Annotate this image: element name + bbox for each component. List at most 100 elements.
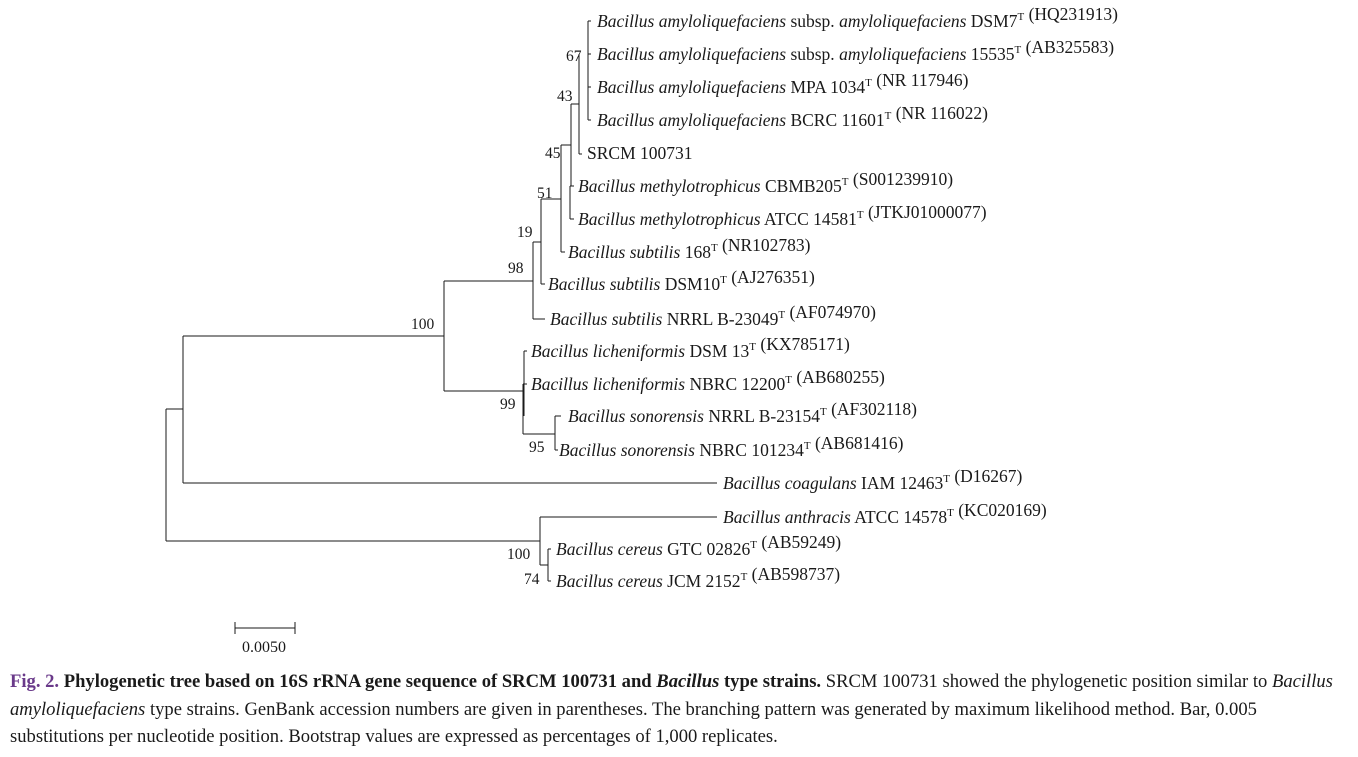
strain-text: ATCC 14581 (761, 209, 857, 229)
species-name: Bacillus coagulans (723, 473, 857, 493)
bootstrap-99: 99 (500, 396, 516, 413)
type-strain-mark: T (857, 209, 864, 221)
strain-text: NBRC 12200 (685, 374, 785, 394)
type-strain-mark: T (750, 539, 757, 551)
figure-caption: Fig. 2. Phylogenetic tree based on 16S r… (10, 668, 1348, 751)
strain-text: NRRL B-23154 (704, 406, 820, 426)
species-name: Bacillus anthracis (723, 507, 851, 527)
strain-text: 15535 (966, 44, 1014, 64)
strain-text: IAM 12463 (857, 473, 944, 493)
bootstrap-67: 67 (566, 48, 582, 65)
type-strain-mark: T (885, 110, 892, 122)
strain-text: (D16267) (950, 466, 1023, 486)
strain-text: (S001239910) (849, 169, 954, 189)
bootstrap-100-b: 100 (507, 546, 531, 563)
strain-text: (HQ231913) (1024, 4, 1118, 24)
leaf-label-l8: Bacillus subtilis 168T (NR102783) (568, 235, 811, 262)
figure-title-end: type strains. (719, 671, 822, 692)
bootstrap-51: 51 (537, 185, 553, 202)
leaf-label-l15: Bacillus coagulans IAM 12463T (D16267) (723, 466, 1023, 493)
type-strain-mark: T (1017, 11, 1024, 23)
phylogenetic-tree: Bacillus amyloliquefaciens subsp. amylol… (165, 4, 1118, 656)
type-strain-mark: T (741, 571, 748, 583)
leaf-label-l3: Bacillus amyloliquefaciens MPA 1034T (NR… (597, 70, 969, 97)
strain-text: (AJ276351) (727, 267, 815, 287)
strain-text: (AB325583) (1021, 37, 1114, 57)
type-strain-mark: T (820, 406, 827, 418)
bootstrap-values: 67 43 45 51 19 98 100 99 95 100 74 (411, 48, 582, 588)
strain-text: (NR102783) (718, 235, 811, 255)
leaf-label-l6: Bacillus methylotrophicus CBMB205T (S001… (578, 169, 953, 196)
species-name: Bacillus sonorensis (559, 440, 695, 460)
figure-label: Fig. 2. (10, 671, 60, 692)
type-strain-mark: T (947, 507, 954, 519)
type-strain-mark: T (865, 77, 872, 89)
species-name: Bacillus amyloliquefaciens (597, 44, 786, 64)
figure-title-genus: Bacillus (656, 671, 720, 692)
strain-text: (KX785171) (756, 334, 850, 354)
tree-branches (165, 20, 717, 582)
strain-text: JCM 2152 (663, 571, 741, 591)
leaf-label-l18: Bacillus cereus JCM 2152T (AB598737) (556, 564, 840, 591)
species-name: Bacillus sonorensis (568, 406, 704, 426)
strain-text: (AB59249) (757, 532, 841, 552)
strain-text: NRRL B-23049 (662, 309, 778, 329)
type-strain-mark: T (749, 341, 756, 353)
species-name: Bacillus cereus (556, 571, 663, 591)
leaf-label-l5: SRCM 100731 (587, 143, 693, 163)
bootstrap-45: 45 (545, 145, 561, 162)
figure-title-start: Phylogenetic tree based on 16S rRNA gene… (59, 671, 657, 692)
strain-text: (AF302118) (827, 399, 917, 419)
caption-body-end: type strains. GenBank accession numbers … (10, 698, 1257, 748)
type-strain-mark: T (778, 309, 785, 321)
leaf-labels: Bacillus amyloliquefaciens subsp. amylol… (531, 4, 1118, 591)
strain-text: (AF074970) (785, 302, 876, 322)
type-strain-mark: T (785, 374, 792, 386)
leaf-label-l11: Bacillus licheniformis DSM 13T (KX785171… (531, 334, 850, 361)
strain-text: (KC020169) (954, 500, 1047, 520)
type-strain-mark: T (842, 176, 849, 188)
strain-text: (AB680255) (792, 367, 885, 387)
type-strain-mark: T (1015, 44, 1022, 56)
species-name: Bacillus methylotrophicus (578, 209, 761, 229)
type-strain-mark: T (711, 242, 718, 254)
bootstrap-95: 95 (529, 439, 545, 456)
leaf-label-l16: Bacillus anthracis ATCC 14578T (KC020169… (723, 500, 1047, 527)
species-name: Bacillus amyloliquefaciens (597, 110, 786, 130)
scale-bar: 0.0050 (234, 622, 296, 656)
species-name: Bacillus licheniformis (531, 374, 685, 394)
strain-text: (NR 117946) (872, 70, 969, 90)
leaf-label-l7: Bacillus methylotrophicus ATCC 14581T (J… (578, 202, 987, 229)
strain-text: BCRC 11601 (786, 110, 885, 130)
species-name: Bacillus subtilis (568, 242, 680, 262)
strain-text: 168 (680, 242, 711, 262)
strain-text: subsp. (786, 44, 839, 64)
species-name: Bacillus subtilis (550, 309, 662, 329)
bootstrap-98: 98 (508, 260, 524, 277)
strain-text: (AB598737) (747, 564, 840, 584)
bootstrap-100-a: 100 (411, 316, 435, 333)
species-name: Bacillus cereus (556, 539, 663, 559)
leaf-label-l17: Bacillus cereus GTC 02826T (AB59249) (556, 532, 841, 559)
leaf-label-l2: Bacillus amyloliquefaciens subsp. amylol… (597, 37, 1114, 64)
strain-text: SRCM 100731 (587, 143, 693, 163)
bootstrap-43: 43 (557, 88, 573, 105)
species-name: amyloliquefaciens (839, 44, 967, 64)
species-name: amyloliquefaciens (839, 11, 967, 31)
species-name: Bacillus licheniformis (531, 341, 685, 361)
bootstrap-19: 19 (517, 224, 533, 241)
strain-text: MPA 1034 (786, 77, 865, 97)
species-name: Bacillus subtilis (548, 274, 660, 294)
caption-body-species: Bacillus amyloliquefaciens (10, 671, 1333, 720)
strain-text: (AB681416) (811, 433, 904, 453)
scale-bar-label: 0.0050 (242, 639, 286, 656)
strain-text: ATCC 14578 (851, 507, 948, 527)
strain-text: CBMB205 (761, 176, 842, 196)
strain-text: NBRC 101234 (695, 440, 804, 460)
strain-text: (NR 116022) (891, 103, 988, 123)
type-strain-mark: T (804, 440, 811, 452)
species-name: Bacillus methylotrophicus (578, 176, 761, 196)
strain-text: (JTKJ01000077) (864, 202, 987, 222)
strain-text: DSM7 (966, 11, 1017, 31)
strain-text: DSM 13 (685, 341, 749, 361)
